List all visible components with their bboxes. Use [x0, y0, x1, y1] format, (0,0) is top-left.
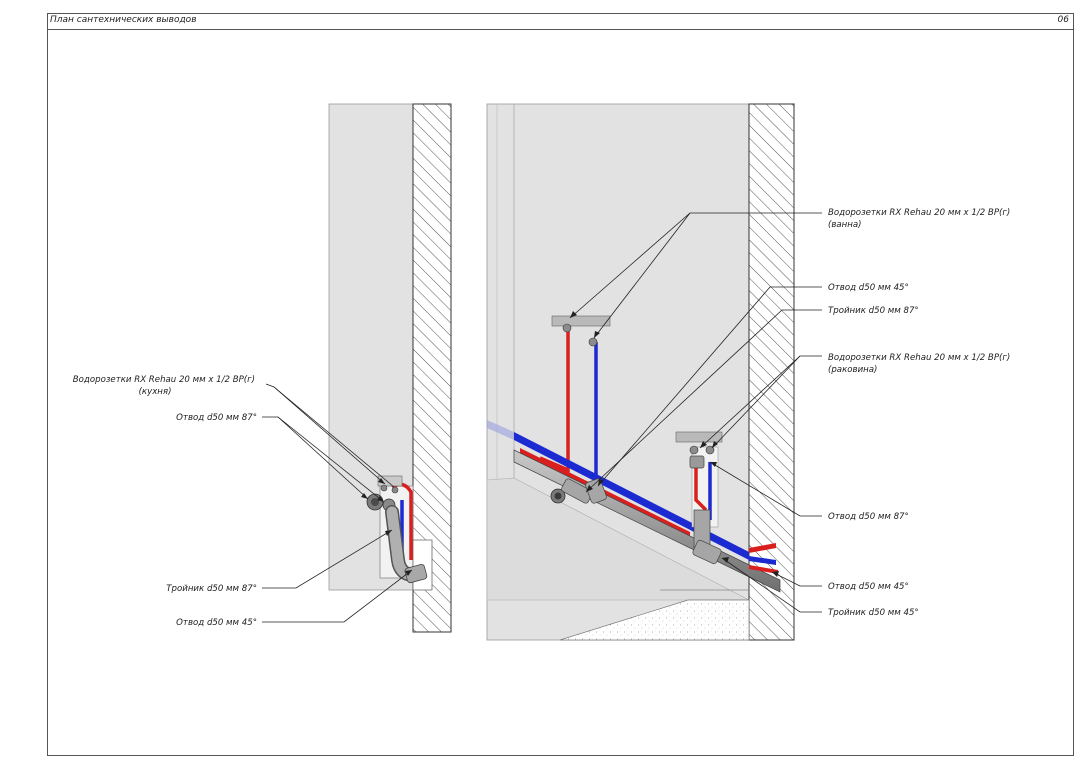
drawing-sheet: План сантехнических выводов 06 — [47, 13, 1074, 756]
label-sink-elbow87: Отвод d50 мм 87° — [828, 512, 909, 522]
arrow-head — [772, 571, 779, 577]
label-kitchen-outlets: Водорозетки RX Rehau 20 мм x 1/2 ВР(г) — [73, 375, 255, 385]
arrow-head — [700, 441, 707, 448]
label-floor-elbow45: Отвод d50 мм 45° — [828, 582, 909, 592]
arrow-head — [598, 479, 604, 486]
leader-bath-outlets — [593, 212, 691, 339]
leader-kitchen-outlets — [273, 386, 395, 488]
callout-labels: Водорозетки RX Rehau 20 мм x 1/2 ВР(г) (… — [73, 208, 1010, 628]
arrow-head — [378, 478, 385, 484]
label-bath-tee87: Тройник d50 мм 87° — [828, 306, 919, 316]
label-kitchen-elbow87: Отвод d50 мм 87° — [176, 413, 257, 423]
kitchen-outlet-fitting — [391, 486, 399, 494]
arrow-head — [405, 570, 412, 576]
arrow-head — [722, 557, 729, 563]
leader-kitchen-elbow45 — [262, 569, 413, 623]
kitchen-outlet-fitting — [380, 484, 388, 492]
title-bar: План сантехнических выводов 06 — [48, 14, 1073, 30]
arrow-head — [361, 493, 368, 499]
bath-outlet-fitting — [588, 337, 598, 347]
drain-main-tee-bath — [554, 492, 562, 500]
leader-floor-elbow45 — [771, 571, 822, 587]
label-floor-tee45: Тройник d50 мм 45° — [828, 608, 919, 618]
wall-penetration-blue — [749, 556, 776, 565]
sink-elbow-87 — [689, 455, 705, 469]
kitchen-view — [328, 103, 452, 633]
kitchen-arrowheads — [361, 478, 412, 576]
bath-outlet-plate — [551, 315, 611, 327]
leader-kitchen-tee87 — [262, 529, 393, 589]
label-bath-outlets-note: (ванна) — [828, 220, 862, 230]
arrow-head — [594, 331, 600, 338]
bath-outlet-fitting — [562, 323, 572, 333]
wall-penetration-red — [749, 543, 776, 553]
kitchen-elbow-45 — [404, 563, 428, 584]
label-kitchen-tee87: Тройник d50 мм 87° — [166, 584, 257, 594]
label-sink-outlets: Водорозетки RX Rehau 20 мм x 1/2 ВР(г) — [828, 353, 1010, 363]
sheet-title: План сантехнических выводов — [50, 15, 197, 25]
leader-floor-tee45 — [721, 557, 822, 613]
wall-penetration-red — [749, 565, 778, 574]
arrow-head — [586, 485, 593, 492]
arrow-head — [377, 496, 384, 502]
leader-sink-outlets — [711, 355, 801, 449]
kitchen-outlet-plate — [377, 475, 403, 487]
leader-bath-elbow45 — [597, 286, 822, 487]
arrow-head — [710, 462, 717, 467]
leader-bath-tee87 — [585, 309, 822, 493]
bath-faded-run — [487, 420, 514, 440]
leader-sink-elbow87 — [709, 461, 822, 517]
sink-outlet-plate — [675, 431, 723, 443]
label-bath-outlets: Водорозетки RX Rehau 20 мм x 1/2 ВР(г) — [828, 208, 1010, 218]
bath-slab-concrete — [559, 599, 750, 641]
label-kitchen-outlets-note: (кухня) — [139, 387, 172, 397]
bath-arrowheads — [570, 311, 779, 577]
sink-hot-pipe — [694, 462, 708, 512]
bath-leaders — [569, 212, 822, 613]
bath-cold-main — [514, 432, 749, 560]
leader-kitchen-elbow87 — [277, 416, 385, 503]
drain-elbow-45-bath — [585, 478, 607, 504]
arrow-head — [712, 441, 718, 448]
kitchen-leaders — [262, 383, 413, 623]
label-bath-elbow45: Отвод d50 мм 45° — [828, 283, 909, 293]
label-sink-outlets-note: (раковина) — [828, 365, 877, 375]
arrow-head — [570, 311, 577, 318]
label-kitchen-elbow45: Отвод d50 мм 45° — [176, 618, 257, 628]
sink-outlet-fitting — [689, 445, 699, 455]
arrow-head — [385, 530, 392, 536]
page-number: 06 — [1057, 15, 1069, 25]
drain-tee-sink — [692, 539, 722, 565]
bath-view — [486, 103, 796, 641]
bath-hot-pipe — [539, 330, 570, 473]
